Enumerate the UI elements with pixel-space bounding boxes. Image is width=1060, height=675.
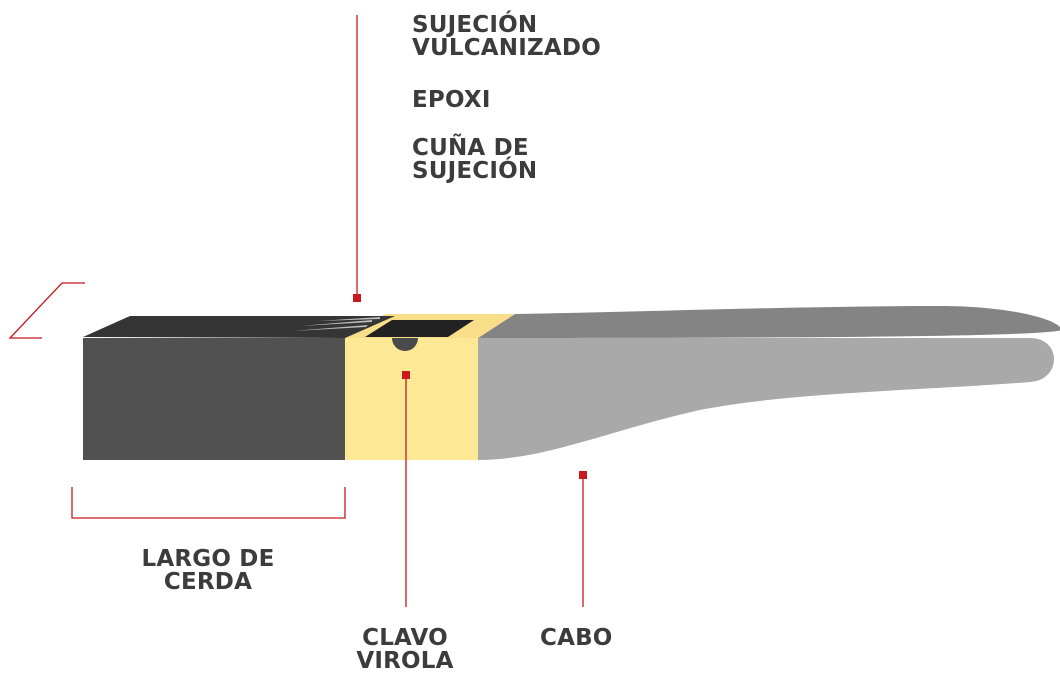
- bristles: [83, 316, 395, 460]
- label-cuna-de-sujecion: CUÑA DE SUJECIÓN: [412, 135, 538, 184]
- label-sujecion-vulcanizado: SUJECIÓN VULCANIZADO: [412, 12, 601, 61]
- ferrule: [345, 314, 515, 460]
- bristle-front-face: [83, 338, 345, 460]
- bristle-streaks: [292, 317, 380, 331]
- label-epoxi: EPOXI: [412, 87, 491, 113]
- handle: [478, 306, 1060, 460]
- handle-side-face: [478, 338, 1054, 460]
- clavo-virola-head: [392, 338, 418, 351]
- ferrule-front-face: [345, 338, 478, 460]
- bristle-top-face: [83, 316, 395, 338]
- label-largo-de-cerda: LARGO DE CERDA: [141, 546, 275, 595]
- marker-sujecion: [353, 294, 361, 302]
- handle-top-face: [478, 306, 1060, 338]
- bristle-bevel-guide: [8, 282, 85, 339]
- epoxi-slot: [365, 320, 474, 337]
- label-cabo: CABO: [540, 625, 613, 651]
- marker-cabo: [579, 471, 587, 479]
- label-clavo-virola: CLAVO VIROLA: [356, 625, 454, 674]
- marker-clavo-virola: [402, 371, 410, 379]
- bristle-length-bracket: [71, 487, 346, 519]
